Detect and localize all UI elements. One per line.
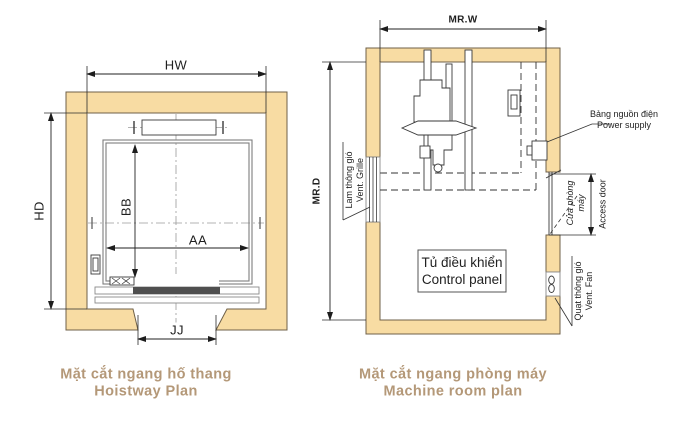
hoistway-caption-vi: Mặt cắt ngang hố thang [60, 366, 232, 383]
wall-ladder-box-inner [92, 257, 99, 272]
dimension-access-door [549, 173, 596, 236]
vent-fan-label-en: Vent. Fan [584, 271, 594, 311]
machine-room-drawing [322, 20, 610, 335]
mrw-dimension-label: MR.W [448, 14, 478, 26]
vent-grille [365, 156, 381, 223]
dimension-jj [137, 315, 217, 345]
vent-grille-label-en: Vent. Grille [355, 157, 365, 203]
vent-grille-label: Lam thông gió Vent. Grille [344, 151, 366, 208]
grille-leader [342, 206, 371, 221]
machine-room-caption-en: Machine room plan [383, 383, 523, 399]
dimension-mrw [379, 20, 547, 62]
vent-fan-label-vi: Quạt thông gió [573, 261, 583, 321]
machine-room-caption: Mặt cắt ngang phòng máy Machine room pla… [359, 367, 547, 400]
control-panel-label-en: Control panel [421, 272, 503, 287]
door-sill [133, 287, 220, 294]
power-supply-leader [546, 123, 610, 143]
hw-dimension-label: HW [164, 57, 188, 73]
dimension-hd [44, 112, 87, 310]
access-door-label-en: Access door [597, 179, 608, 229]
mrd-dimension-label: MR.D [311, 177, 323, 205]
vent-grille-label-vi: Lam thông gió [344, 151, 354, 209]
dimension-hw [86, 66, 267, 113]
control-panel-box [417, 249, 507, 293]
bb-dimension-label: BB [118, 197, 134, 217]
vent-fan [545, 271, 561, 297]
door-operator [109, 276, 135, 286]
hoistway-caption-en: Hoistway Plan [94, 383, 198, 399]
power-supply-label-en: Power supply [596, 120, 652, 130]
cab-door-opening [134, 274, 219, 287]
control-panel-label-vi: Tủ điều khiển [421, 255, 503, 270]
machine-room-caption-vi: Mặt cắt ngang phòng máy [358, 366, 548, 383]
hoistway-plan-drawing [44, 66, 288, 345]
dimension-mrd [322, 61, 366, 321]
control-panel-label: Tủ điều khiển Control panel [421, 254, 502, 288]
access-door-label-vi: Cửa phòng máy [565, 181, 587, 226]
fan-leader [554, 297, 573, 327]
jj-dimension-label: JJ [168, 322, 186, 338]
sill-bar-2 [94, 296, 260, 304]
power-supply-box [526, 140, 548, 161]
hd-dimension-label: HD [31, 201, 47, 221]
power-supply-label: Bảng nguồn điện Power supply [590, 109, 658, 131]
hoistway-projection-dashed [380, 62, 537, 191]
power-supply-label-vi: Bảng nguồn điện [589, 109, 659, 119]
mr-wall-right-mid [545, 234, 561, 273]
hoistway-caption: Mặt cắt ngang hố thang Hoistway Plan [60, 367, 232, 400]
access-door-vi-line1: Cửa phòng [565, 180, 575, 226]
access-door-vi-line2: máy [576, 194, 586, 212]
guide-rail-right [464, 49, 473, 191]
traction-machine [400, 63, 478, 173]
hoistway-fixture-inner [510, 94, 518, 110]
counterweight [141, 119, 217, 136]
aa-dimension-label: AA [188, 232, 208, 248]
vent-fan-label: Quạt thông gió Vent. Fan [573, 261, 595, 320]
